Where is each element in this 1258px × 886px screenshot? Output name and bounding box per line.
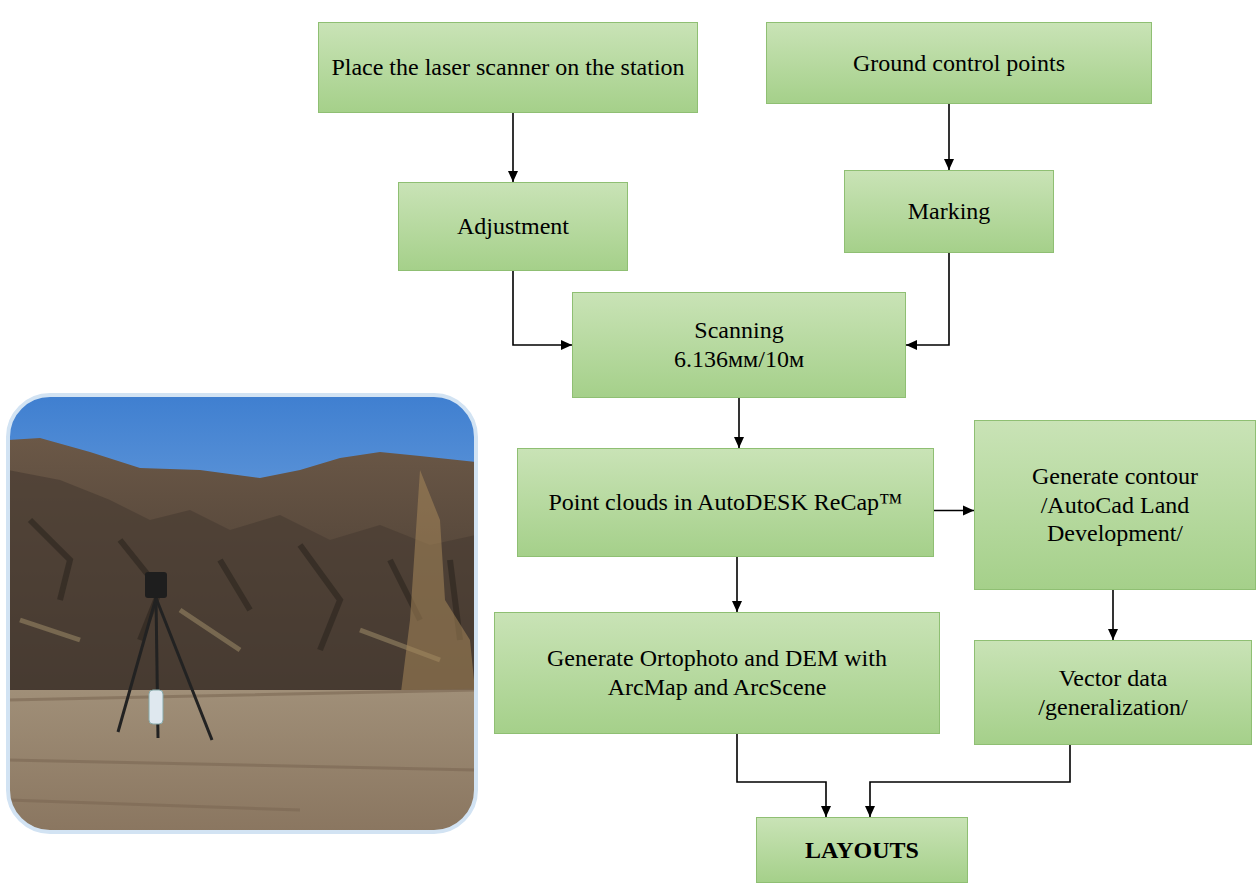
process-box: Ground control points — [766, 22, 1152, 104]
process-box: Generate contour /AutoCad Land Developme… — [974, 420, 1256, 590]
process-box: Vector data /generalization/ — [974, 640, 1252, 745]
process-box: Point clouds in AutoDESK ReCap™ — [517, 448, 934, 557]
output-label: LAYOUTS — [805, 836, 919, 865]
photo-content — [8, 395, 476, 832]
flow-arrow — [736, 557, 738, 612]
process-box: Adjustment — [398, 182, 628, 271]
step-label: Marking — [908, 197, 991, 226]
flow-arrow — [737, 734, 826, 817]
step-label: Generate Ortophoto and DEM with ArcMap a… — [507, 644, 927, 702]
photo-frame — [8, 395, 476, 832]
step-label: 6.136мм/10м — [674, 345, 804, 374]
flow-arrow — [738, 398, 740, 448]
flow-arrow — [513, 271, 572, 345]
flow-arrow — [870, 745, 1070, 817]
flow-arrow — [934, 510, 974, 512]
process-box: Scanning6.136мм/10м — [572, 292, 906, 398]
process-box: Generate Ortophoto and DEM with ArcMap a… — [494, 612, 940, 734]
process-box: LAYOUTS — [756, 817, 968, 883]
step-label: Adjustment — [457, 212, 569, 241]
process-box: Place the laser scanner on the station — [318, 22, 698, 113]
step-label: Vector data /generalization/ — [987, 664, 1239, 722]
flow-arrow — [512, 113, 514, 182]
tripod-scanner — [118, 572, 212, 740]
step-label: Place the laser scanner on the station — [331, 53, 684, 82]
flow-arrow — [948, 104, 950, 170]
process-box: Marking — [844, 170, 1054, 253]
step-label: Ground control points — [853, 49, 1065, 78]
step-label: Scanning — [694, 316, 783, 345]
step-label: Generate contour /AutoCad Land Developme… — [987, 462, 1243, 548]
flow-arrow — [1112, 590, 1114, 640]
flow-arrow — [906, 253, 949, 345]
step-label: Point clouds in AutoDESK ReCap™ — [548, 488, 902, 517]
